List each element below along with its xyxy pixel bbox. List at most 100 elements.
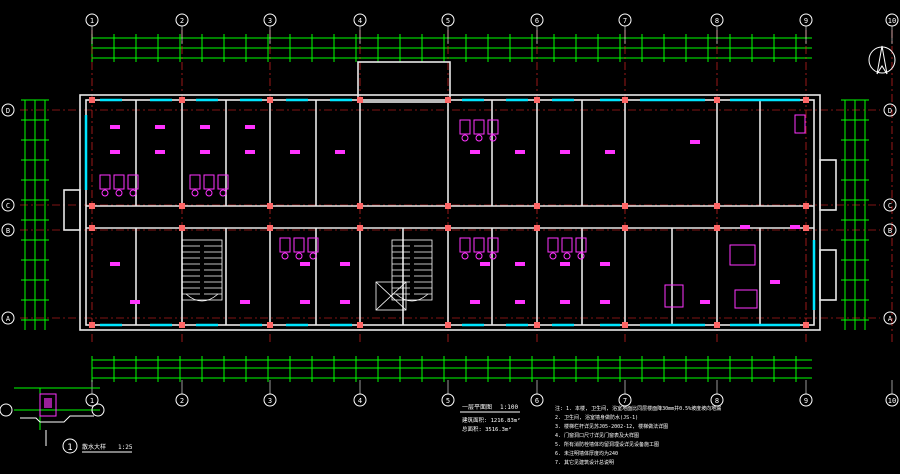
equipment	[729, 244, 756, 266]
room-label-tag	[560, 300, 570, 304]
windows	[84, 98, 816, 327]
toilet-fixture	[279, 237, 291, 253]
plan-scale: 1:100	[500, 404, 518, 411]
column	[714, 225, 720, 231]
grid-label-top: 9	[804, 17, 808, 25]
note-line: 2. 卫生间, 浴室墙身做防水(JS-1)	[555, 414, 638, 421]
grid-label-top: 6	[535, 17, 539, 25]
east-entrance-wall-2	[819, 249, 837, 301]
room-label-tag	[200, 150, 210, 154]
note-line: 3. 楼梯栏杆详见苏J05-2002-12, 楼梯做法详图	[555, 423, 668, 430]
room-label-tag	[300, 300, 310, 304]
grid-label-top: 7	[623, 17, 627, 25]
column	[179, 225, 185, 231]
grid-label-bottom: 3	[268, 397, 272, 405]
toilet-fixture	[473, 119, 485, 135]
grid-label-side: D	[888, 107, 892, 115]
sink-fixture	[489, 134, 497, 142]
column	[179, 203, 185, 209]
sink-fixture	[461, 252, 469, 260]
grid-label-top: 4	[358, 17, 362, 25]
column	[714, 203, 720, 209]
column	[714, 97, 720, 103]
sink-fixture	[219, 189, 227, 197]
room-label-tag	[600, 300, 610, 304]
toilet-fixture	[99, 174, 111, 190]
grid-label-top: 2	[180, 17, 184, 25]
column	[803, 322, 809, 328]
column	[357, 225, 363, 231]
column	[357, 203, 363, 209]
fixtures	[99, 114, 806, 309]
grid-label-top: 1	[90, 17, 94, 25]
room-label-tag	[110, 150, 120, 154]
sink-fixture	[281, 252, 289, 260]
room-label-tag	[600, 262, 610, 266]
room-label-tag	[245, 125, 255, 129]
room-label-tag	[690, 140, 700, 144]
column	[803, 97, 809, 103]
grid-label-bottom: 1	[90, 397, 94, 405]
column	[179, 322, 185, 328]
grid-label-bottom: 9	[804, 397, 808, 405]
room-label-tag	[740, 225, 750, 229]
detail-number: 1	[67, 443, 72, 453]
grid-bubble-side	[1, 103, 15, 117]
toilet-fixture	[487, 237, 499, 253]
grid-bubble-side	[883, 223, 897, 237]
room-label-tag	[155, 125, 165, 129]
grid-label-top: 10	[888, 17, 896, 25]
toilet-fixture	[459, 119, 471, 135]
grid-label-bottom: 10	[888, 397, 896, 405]
column	[622, 97, 628, 103]
equipment	[664, 284, 684, 308]
sink-fixture	[115, 189, 123, 197]
column	[267, 225, 273, 231]
room-label-tag	[200, 125, 210, 129]
toilet-fixture	[127, 174, 139, 190]
column	[534, 322, 540, 328]
column	[714, 322, 720, 328]
grid-label-bottom: 4	[358, 397, 362, 405]
column	[89, 203, 95, 209]
detail-title: 散水大样	[82, 443, 106, 451]
grid-label-bottom: 5	[446, 397, 450, 405]
toilet-fixture	[561, 237, 573, 253]
toilet-fixture	[113, 174, 125, 190]
detail-axis-a-icon	[0, 403, 13, 417]
column	[445, 203, 451, 209]
column	[622, 225, 628, 231]
note-line: 7. 其它见建筑设计总说明	[555, 459, 614, 466]
stair-landing	[395, 293, 429, 302]
equipment	[794, 114, 806, 134]
sink-fixture	[191, 189, 199, 197]
note-line: 4. 门窗洞口尺寸详见门窗表及大样图	[555, 432, 639, 439]
column	[89, 97, 95, 103]
toilet-fixture	[189, 174, 201, 190]
stairs	[181, 239, 433, 311]
grid-label-side: D	[6, 107, 10, 115]
sink-fixture	[309, 252, 317, 260]
east-entrance-wall	[819, 159, 837, 211]
sink-fixture	[295, 252, 303, 260]
column	[267, 97, 273, 103]
grid-bubble-side	[1, 223, 15, 237]
note-line: 6. 未注明墙体厚度均为240	[555, 450, 618, 457]
room-label-tag	[110, 262, 120, 266]
sink-fixture	[461, 134, 469, 142]
room-label-tag	[515, 262, 525, 266]
column	[534, 97, 540, 103]
toilet-fixture	[473, 237, 485, 253]
room-label-tag	[790, 225, 800, 229]
outer-wall	[79, 94, 821, 331]
sink-fixture	[577, 252, 585, 260]
note-line: 注: 1. 本楼, 卫生间, 浴室地面比同层楼面降30mm并0.5%坡度坡向地漏	[555, 405, 721, 412]
detail-axis-b-icon	[91, 403, 105, 417]
toilet-fixture	[459, 237, 471, 253]
toilet-fixture	[547, 237, 559, 253]
west-entrance-wall	[63, 189, 81, 231]
room-label-tag	[335, 150, 345, 154]
column	[803, 225, 809, 231]
column	[89, 225, 95, 231]
